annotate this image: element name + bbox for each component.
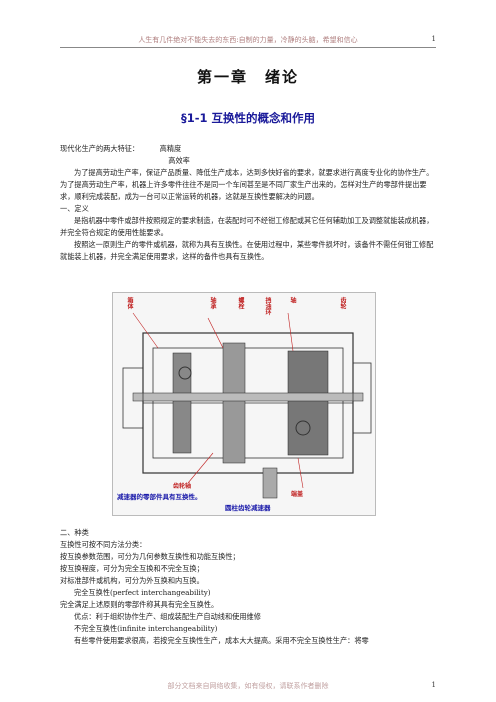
label-bolt: 螺栓	[237, 297, 244, 309]
intro-item-1: 高精度	[159, 144, 182, 153]
label-shaft: 轴	[289, 297, 296, 303]
text-line: 按互换参数范围，可分为几何参数互换性和功能互换性；	[60, 552, 240, 561]
gear-reducer-figure: 箱体 轴承 螺栓 挡油环 轴 齿轮 齿轮轴 端盖 减速器的零部件具有互换性。 圆…	[112, 292, 376, 516]
text-line: 对标准部件或机构，可分为外互换和内互换。	[60, 576, 204, 585]
section-title: §1-1 互换性的概念和作用	[180, 111, 316, 125]
text-line: 按互换程度，可分为完全互换和不完全互换；	[60, 564, 204, 573]
intro-line-1: 现代化生产的两大特征： 高精度	[60, 143, 436, 155]
intro-item-2: 高效率	[168, 156, 190, 165]
page-header: 人生有几件绝对不能失去的东西:自制的力量，冷静的头脑，希望和信心 1	[60, 35, 436, 48]
header-page-number: 1	[431, 35, 436, 43]
label-end-cover: 端盖	[291, 491, 304, 498]
subheading-definition: 一、定义	[60, 204, 89, 213]
label-bearing: 轴承	[209, 297, 216, 309]
text-line: 优点：利于组织协作生产、组成装配生产自动线和使用维修	[74, 612, 261, 621]
subheading-types: 二、种类	[60, 528, 89, 537]
paragraph: 为了提高劳动生产率，保证产品质量、降低生产成本，达到多快好省的要求，就要求进行高…	[60, 168, 434, 201]
intro-line-2: 高效率	[60, 155, 436, 167]
text-line: 完全满足上述原则的零部件称其具有完全互换性。	[60, 600, 219, 609]
text-line: 互换性可按不同方法分类：	[60, 540, 147, 549]
footer-page-number: 1	[431, 681, 436, 689]
paragraph: 按照这一原则生产的零件或机器，就称为具有互换性。在使用过程中，某些零件损坏时，该…	[60, 240, 434, 261]
figure-caption-left: 减速器的零部件具有互换性。	[117, 493, 202, 501]
paragraph: 是指机器中零件或部件按照规定的要求制造，在装配时可不经钳工修配或其它任何辅助加工…	[60, 216, 434, 237]
footer-text: 部分文档来自网络收集，如有侵权，请联系作者删除	[167, 682, 329, 690]
header-text: 人生有几件绝对不能失去的东西:自制的力量，冷静的头脑，希望和信心	[138, 36, 358, 44]
intro-block: 现代化生产的两大特征： 高精度 高效率 为了提高劳动生产率，保证产品质量、降低生…	[60, 143, 436, 263]
label-gear: 齿轮	[339, 297, 346, 309]
text-line: 不完全互换性(infinite interchangeability)	[74, 624, 218, 633]
text-line: 有些零件使用要求很高，若按完全互换性生产，成本大大提高。采用不完全互换性生产：将…	[74, 636, 369, 645]
figure-caption-right: 圆柱齿轮减速器	[225, 504, 271, 512]
label-oil-ring: 挡油环	[264, 297, 271, 315]
label-housing: 箱体	[126, 297, 133, 309]
label-gear-shaft: 齿轮轴	[173, 483, 192, 490]
chapter-title: 第一章 绪论	[196, 68, 299, 86]
page-footer: 部分文档来自网络收集，如有侵权，请联系作者删除 1	[0, 681, 496, 691]
intro-lead: 现代化生产的两大特征：	[60, 144, 140, 153]
lower-block: 二、种类 互换性可按不同方法分类： 按互换参数范围，可分为几何参数互换性和功能互…	[60, 527, 436, 647]
text-line: 完全互换性(perfect interchangeability)	[74, 588, 211, 597]
gear-reducer-drawing	[122, 312, 372, 499]
